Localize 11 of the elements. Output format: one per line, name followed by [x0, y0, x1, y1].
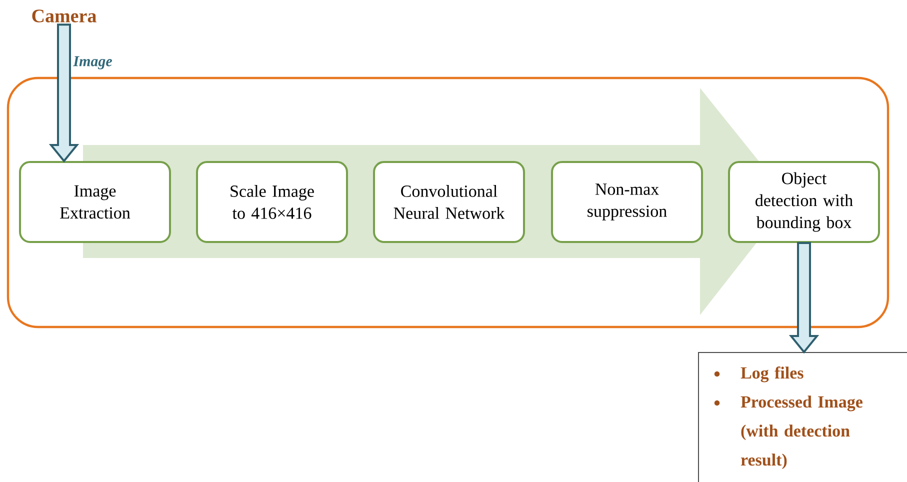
process-box: Image Extraction [19, 161, 171, 243]
output-box: Log files Processed Image (with detection result) [698, 352, 907, 482]
source-label: Camera [32, 10, 96, 22]
process-box: Scale Image to 416×416 [196, 161, 348, 243]
edge-label: Image [73, 56, 112, 70]
process-container [6, 76, 890, 328]
block-arrow [788, 242, 820, 354]
process-box: Object detection with bounding box [728, 161, 880, 243]
block-arrow [48, 24, 80, 163]
process-box: Convolutional Neural Network [373, 161, 525, 243]
process-box: Non-max suppression [551, 161, 703, 243]
